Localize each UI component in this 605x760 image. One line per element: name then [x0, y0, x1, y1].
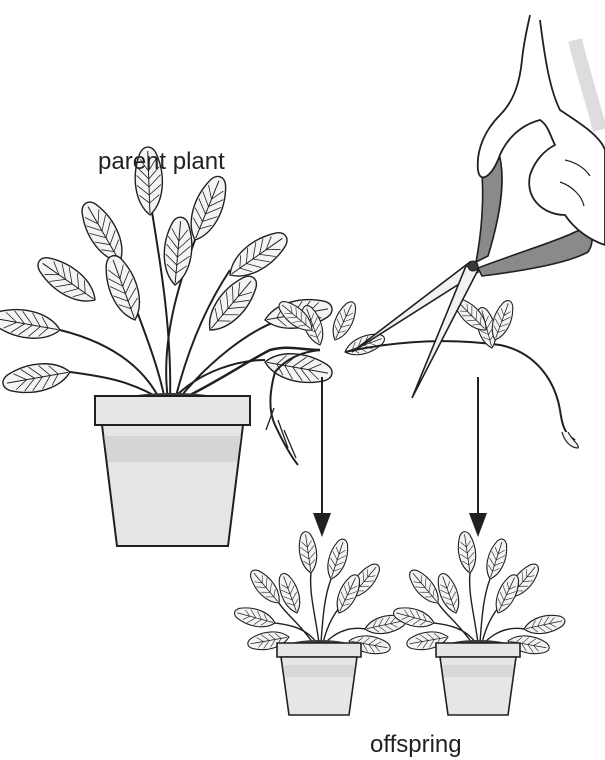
offspring-plant-right-icon — [391, 530, 566, 715]
arrow-right-down-icon — [469, 377, 487, 537]
parent-plant-icon — [0, 147, 334, 546]
offspring-label: offspring — [370, 733, 462, 757]
offspring-plant-left-icon — [232, 530, 407, 715]
arrow-left-down-icon — [313, 377, 331, 537]
parent-plant-label: parent plant — [98, 150, 225, 174]
